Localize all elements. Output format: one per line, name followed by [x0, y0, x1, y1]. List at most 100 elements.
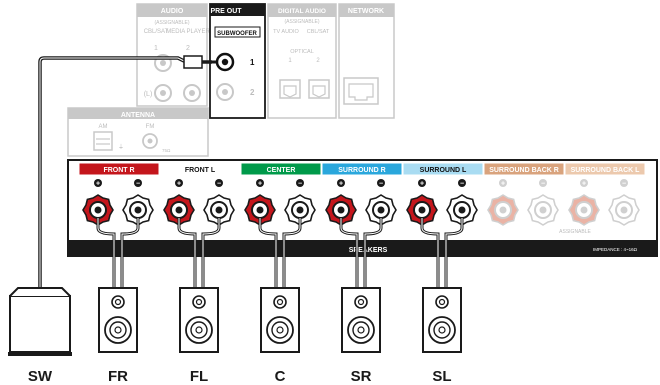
digital-audio-optical: OPTICAL [290, 49, 314, 55]
plus-sign: + [96, 181, 100, 188]
minus-sign: − [379, 181, 383, 188]
audio-in-block: AUDIO (ASSIGNABLE) CBL/SAT MEDIA PLAYER … [136, 3, 210, 107]
pre-out-subwoofer-label: SUBWOOFER [217, 31, 257, 37]
cable-wire-highlight [178, 218, 196, 288]
negative-terminal [284, 194, 316, 226]
channel-tag-surround-r [322, 163, 402, 175]
pre-out-block: PRE OUT SUBWOOFER 1 2 [209, 3, 266, 119]
audio-in-cbl-sat: CBL/SAT [144, 29, 169, 35]
negative-terminal [527, 194, 559, 226]
minus-icon [458, 179, 466, 187]
plus-sign: + [582, 181, 586, 188]
positive-terminal [244, 194, 276, 226]
channel-surround-back-r: SURROUND BACK R+− [484, 163, 564, 226]
pre-out-n2: 2 [250, 88, 255, 97]
plus-icon [175, 179, 183, 187]
digital-audio-block: DIGITAL AUDIO (ASSIGNABLE) TV AUDIO CBL/… [267, 3, 337, 119]
minus-sign: − [217, 181, 221, 188]
cable-sl [420, 218, 464, 288]
cable-sr [339, 218, 383, 288]
cable-wire-highlight [202, 218, 220, 288]
plus-sign: + [420, 181, 424, 188]
audio-in-sub: (ASSIGNABLE) [154, 20, 189, 26]
minus-sign: − [622, 181, 626, 188]
terminal-hole [620, 206, 628, 214]
cable-wire-highlight [364, 218, 382, 288]
terminal-hole [134, 206, 142, 214]
subwoofer-jack-2-pin [222, 89, 228, 95]
minus-sign: − [541, 181, 545, 188]
terminal-hole [94, 206, 102, 214]
speakers-label: SPEAKERS [349, 247, 388, 254]
pre-out-n1: 1 [250, 58, 255, 67]
speaker-label-sl: SL [432, 368, 451, 385]
cable-c [258, 218, 302, 288]
tweeter-center [438, 298, 446, 306]
negative-terminal [446, 194, 478, 226]
antenna-block: ANTENNA AM FM ⏚ 75Ω [67, 107, 209, 157]
terminal-hole [256, 206, 264, 214]
digital-audio-tv-audio: TV AUDIO [273, 29, 299, 35]
channel-surround-r: SURROUND R + − [322, 163, 402, 226]
channel-label-center: CENTER [267, 167, 296, 174]
digital-audio-title: DIGITAL AUDIO [278, 8, 326, 15]
positive-terminal [163, 194, 195, 226]
cable-wire-highlight [121, 218, 139, 288]
minus-icon [215, 179, 223, 187]
cable-wire-highlight [340, 218, 358, 288]
network-block: NETWORK [338, 3, 395, 119]
speaker-fl: FL [179, 287, 219, 385]
rca-jack [154, 54, 172, 72]
rca-jack [183, 84, 201, 102]
terminal-hole [296, 206, 304, 214]
minus-icon [377, 179, 385, 187]
terminal-hole [418, 206, 426, 214]
channel-tag-surround-back-r [484, 163, 564, 175]
digital-audio-n1: 1 [288, 58, 292, 64]
antenna-fm: FM [146, 124, 155, 130]
plus-icon [256, 179, 264, 187]
plus-icon [337, 179, 345, 187]
minus-icon [296, 179, 304, 187]
optical-port-2 [308, 79, 330, 99]
speaker-sw: SW [8, 287, 72, 385]
positive-terminal [82, 194, 114, 226]
terminal-hole [580, 206, 588, 214]
impedance-label: IMPEDANCE : 4~16Ω [593, 247, 638, 252]
cable-wire-highlight [259, 218, 277, 288]
rca-jack-pin [160, 90, 166, 96]
channel-label-surround-r: SURROUND R [338, 167, 385, 174]
speaker-label-fl: FL [190, 368, 208, 385]
negative-terminal [365, 194, 397, 226]
subwoofer-icon [9, 295, 71, 353]
rca-plug [183, 55, 203, 69]
channel-terminals: FRONT R+−FRONT L+−CENTER+−SURROUND R+−SU… [79, 163, 645, 226]
assignable-label: ASSIGNABLE [559, 229, 591, 235]
plus-icon [418, 179, 426, 187]
terminal-hole [539, 206, 547, 214]
minus-icon [539, 179, 547, 187]
minus-sign: − [298, 181, 302, 188]
audio-in-media-player: MEDIA PLAYER [166, 29, 210, 35]
speaker-label-sr: SR [351, 368, 372, 385]
tweeter-center [276, 298, 284, 306]
cable-wire-highlight [421, 218, 439, 288]
woofer-cap [195, 326, 203, 334]
terminal-hole [337, 206, 345, 214]
channel-label-front-l: FRONT L [185, 167, 216, 174]
woofer-cap [357, 326, 365, 334]
plus-sign: + [339, 181, 343, 188]
antenna-am: AM [99, 124, 108, 130]
antenna-title: ANTENNA [121, 112, 155, 119]
terminal-hole [499, 206, 507, 214]
channel-tag-surround-back-l [565, 163, 645, 175]
channel-surround-l: SURROUND L+− [403, 163, 483, 226]
audio-in-n1: 1 [154, 45, 158, 52]
channel-tag-front-l [160, 163, 240, 175]
speaker-fr: FR [98, 287, 138, 385]
woofer-cap [114, 326, 122, 334]
terminal-hole [175, 206, 183, 214]
optical-port-1 [279, 79, 301, 99]
channel-label-front-r: FRONT R [103, 167, 134, 174]
speaker-panel: SPEAKERS ASSIGNABLE IMPEDANCE : 4~16Ω FR… [67, 159, 658, 257]
